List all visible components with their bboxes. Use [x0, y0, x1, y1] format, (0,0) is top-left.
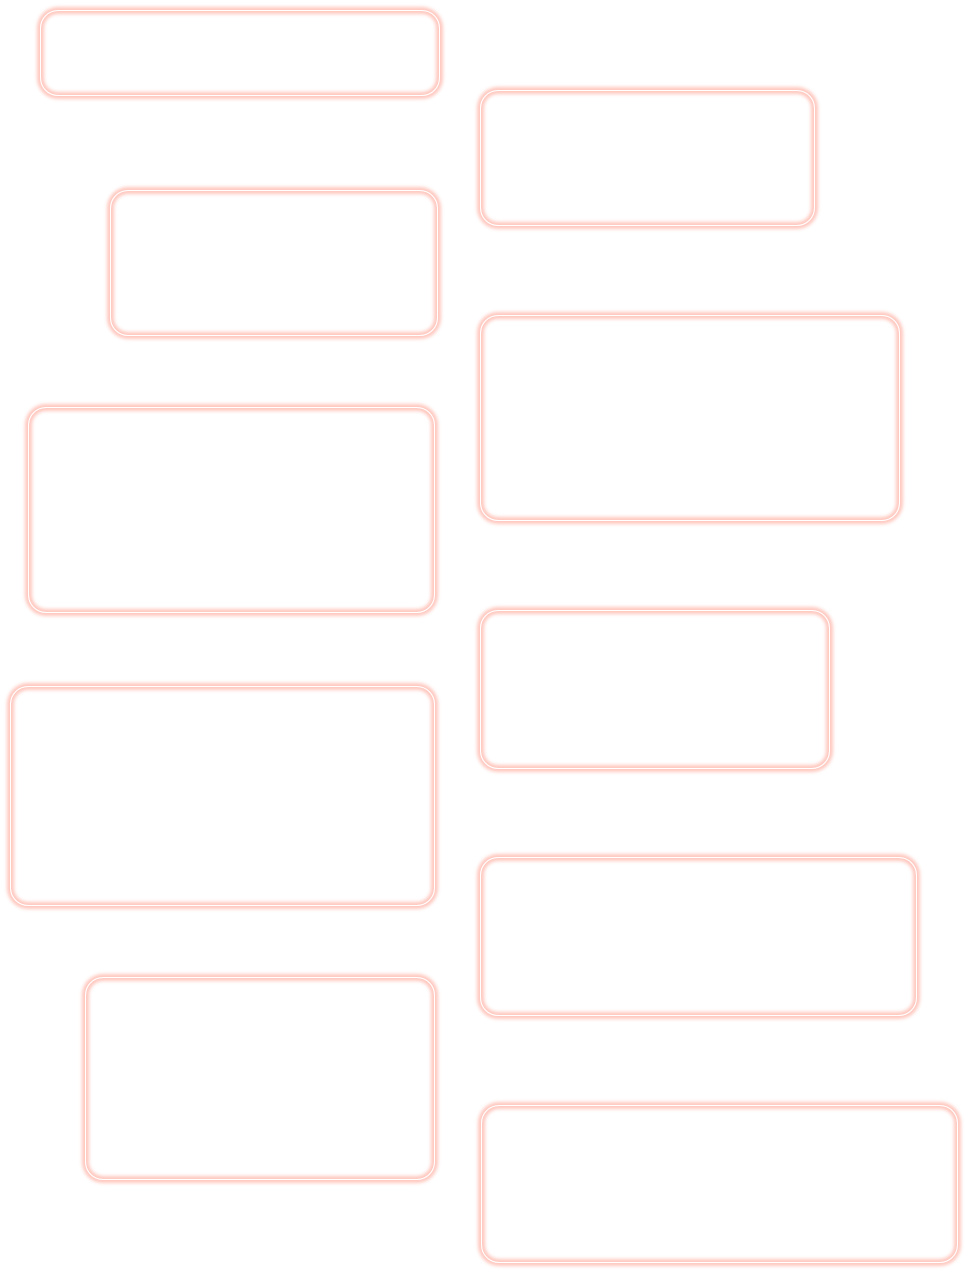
node-left-4: [10, 686, 435, 906]
node-label: [481, 91, 814, 115]
node-left-2: [110, 190, 438, 336]
node-label: [481, 316, 899, 340]
node-label: [41, 11, 439, 35]
node-label: [86, 978, 434, 1002]
node-label: [482, 1106, 957, 1130]
node-right-4: [480, 857, 917, 1016]
node-left-1: [40, 10, 440, 96]
node-left-5: [85, 977, 435, 1180]
node-right-3: [480, 610, 830, 769]
node-right-2: [480, 315, 900, 521]
node-right-1: [480, 90, 815, 226]
node-label: [11, 687, 434, 711]
node-label: [481, 858, 916, 882]
node-label: [111, 191, 437, 215]
node-left-3: [28, 407, 435, 613]
node-label: [481, 611, 829, 635]
node-right-5: [481, 1105, 958, 1263]
node-label: [29, 408, 434, 432]
